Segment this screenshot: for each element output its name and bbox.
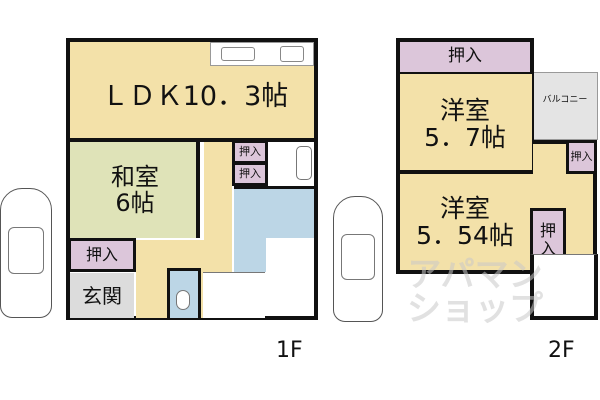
- parking-car-icon: [333, 196, 383, 322]
- room-youshitsu-1: [396, 74, 534, 174]
- stairs-1f: [203, 272, 265, 318]
- sink-icon: [221, 47, 255, 61]
- washitsu-label: 和室 6帖: [111, 162, 159, 217]
- bathroom: [268, 142, 314, 185]
- bathtub-icon: [296, 146, 312, 180]
- first-floor-label: 1F: [276, 338, 303, 363]
- balcony: [532, 72, 598, 140]
- genkan: [70, 273, 134, 318]
- closet-small-2: [232, 162, 268, 186]
- room-washitsu: [70, 142, 200, 238]
- wall: [68, 138, 318, 142]
- closet-small-2-label: 押入: [239, 166, 261, 180]
- stairs-2f: [530, 254, 598, 320]
- room-youshitsu-2: [396, 174, 534, 274]
- closet-right-label: 押入: [570, 149, 593, 163]
- youshitsu-1-label: 洋室 5．7帖: [424, 95, 506, 152]
- ldk-label: ＬＤＫ10．3帖: [101, 81, 289, 113]
- closet-vertical-label: 押 入: [539, 221, 556, 258]
- watermark-logo: アパマン ショップ: [407, 255, 543, 329]
- washroom: [234, 186, 314, 238]
- youshitsu-2-label: 洋室 5．54帖: [416, 193, 514, 250]
- closet-small-1-label: 押入: [239, 144, 261, 158]
- toilet-icon: [176, 290, 190, 310]
- washroom-lower: [234, 238, 266, 272]
- closet-right: [566, 140, 597, 174]
- genkan-label: 玄関: [82, 283, 122, 308]
- closet-left: [68, 238, 136, 272]
- closet-top-label: 押入: [448, 45, 482, 66]
- second-floor-label: 2F: [548, 338, 575, 363]
- balcony-label: バルコニー: [542, 95, 588, 106]
- parking-car-icon: [0, 188, 52, 318]
- stove-icon: [280, 46, 304, 62]
- closet-left-label: 押入: [85, 245, 118, 265]
- closet-top: [396, 38, 534, 74]
